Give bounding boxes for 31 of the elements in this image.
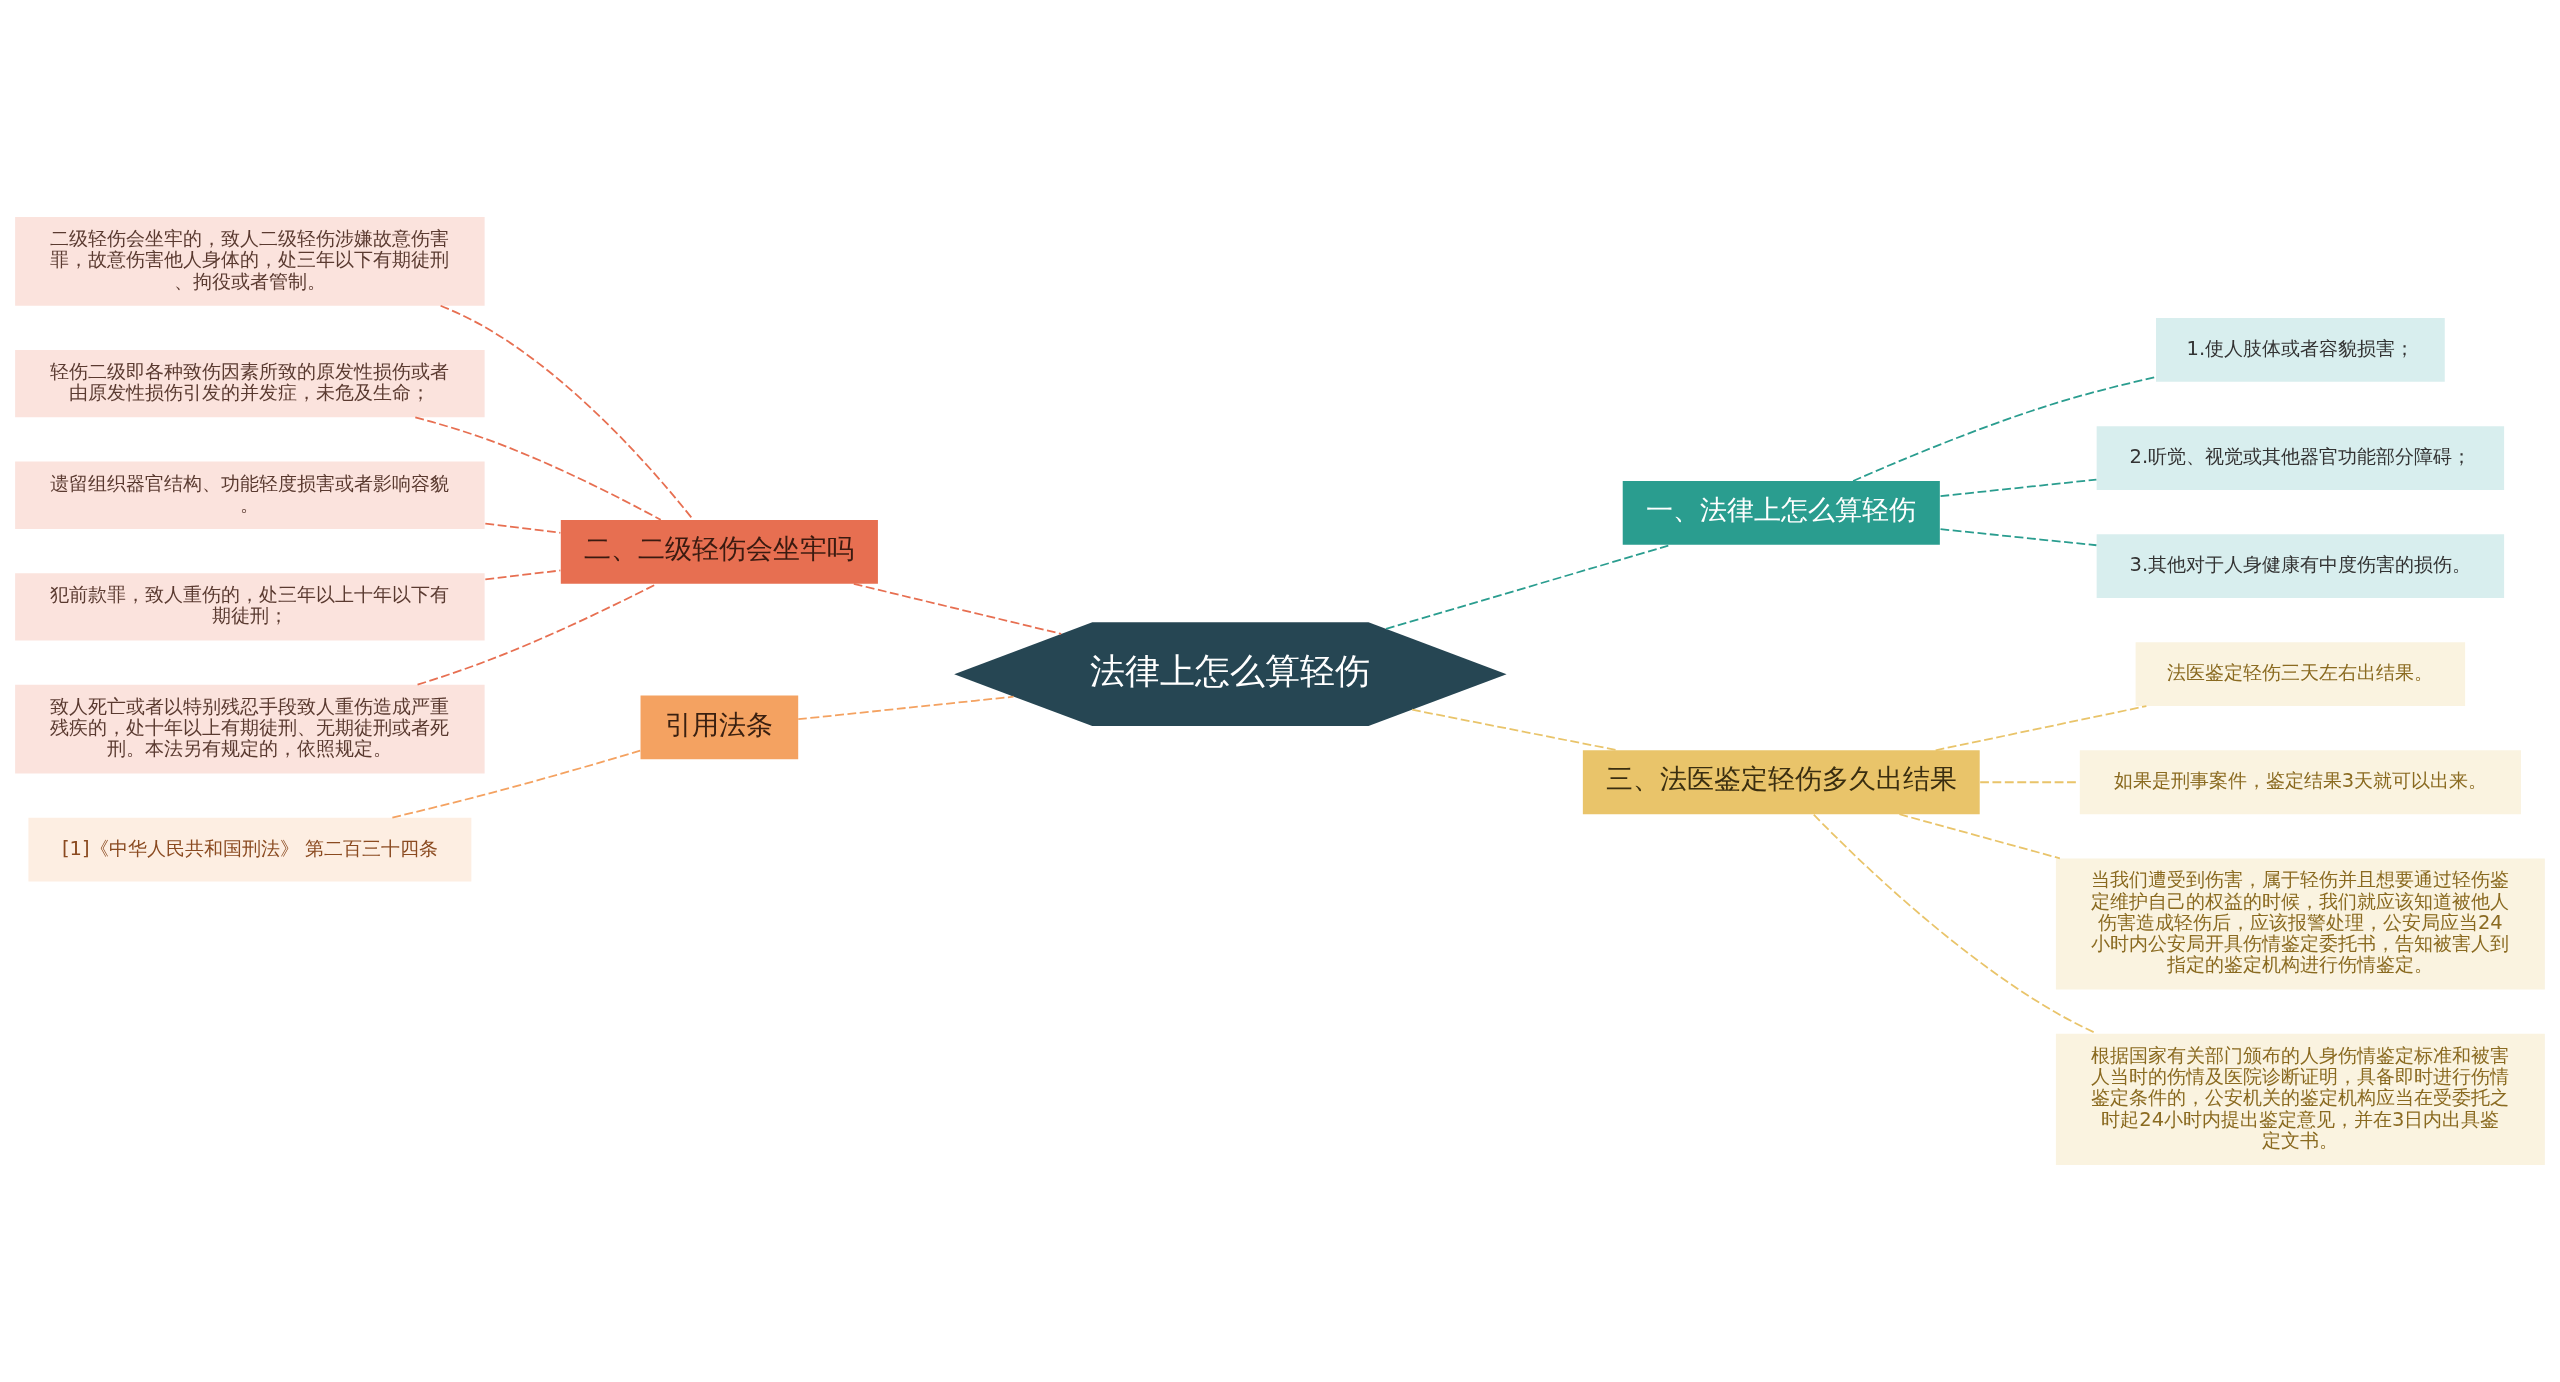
connector: [852, 583, 1063, 635]
connector: [1934, 705, 2148, 752]
connector: [1411, 708, 1619, 752]
node-box: 遗留组织器官结构、功能轻度损害或者影响容貌。: [15, 461, 485, 529]
node-box: 轻伤二级即各种致伤因素所致的原发性损伤或者由原发性损伤引发的并发症，未危及生命；: [15, 349, 485, 418]
connector: [414, 416, 662, 521]
connector: [484, 522, 562, 534]
node-box: 2.听觉、视觉或其他器官功能部分障碍；: [2096, 426, 2505, 490]
node-box: 一、法律上怎么算轻伤: [1622, 481, 1940, 545]
connector: [797, 695, 1015, 721]
node-box: 根据国家有关部门颁布的人身伤情鉴定标准和被害人当时的伤情及医院诊断证明，具备即时进行伤情鉴定条件的，公安机关的鉴定机构应当在受委托之时起24小时内提出鉴定意见，并在3日内出具鉴定文书。: [2055, 1033, 2545, 1165]
connector: [1939, 478, 2098, 498]
node-box: 3.其他对于人身健康有中度伤害的损伤。: [2096, 534, 2505, 598]
node-box: [1]《中华人民共和国刑法》 第二百三十四条: [28, 817, 472, 882]
connector: [439, 304, 695, 521]
node-box: 犯前款罪，致人重伤的，处三年以上十年以下有期徒刑；: [15, 573, 485, 641]
node-box: 引用法条: [640, 695, 799, 760]
connector: [484, 569, 562, 581]
node-box: 二级轻伤会坐牢的，致人二级轻伤涉嫌故意伤害罪，故意伤害他人身体的，处三年以下有期徒刑、拘役或者管制。: [15, 217, 485, 306]
node-box: 当我们遭受到伤害，属于轻伤并且想要通过轻伤鉴定维护自己的权益的时候，我们就应该知道被他人伤害造成轻伤后，应该报警处理，公安局应当24小时内公安局开具伤情鉴定委托书，告知被害人到指定的鉴定机构进行伤情鉴定。: [2055, 858, 2545, 990]
node-box: 法医鉴定轻伤三天左右出结果。: [2135, 642, 2466, 707]
node-box: 1.使人肢体或者容貌损害；: [2156, 318, 2445, 382]
connector: [1385, 544, 1672, 630]
node-box: 如果是刑事案件，鉴定结果3天就可以出来。: [2079, 750, 2521, 815]
node-box: 致人死亡或者以特别残忍手段致人重伤造成严重残疾的，处十年以上有期徒刑、无期徒刑或者死刑。本法另有规定的，依照规定。: [15, 684, 485, 774]
connector: [391, 749, 642, 819]
connector: [1852, 376, 2157, 482]
node-box: 三、法医鉴定轻伤多久出结果: [1582, 750, 1980, 815]
connector: [1898, 813, 2061, 860]
connector: [1939, 528, 2098, 547]
node-box: 二、二级轻伤会坐牢吗: [560, 520, 878, 584]
